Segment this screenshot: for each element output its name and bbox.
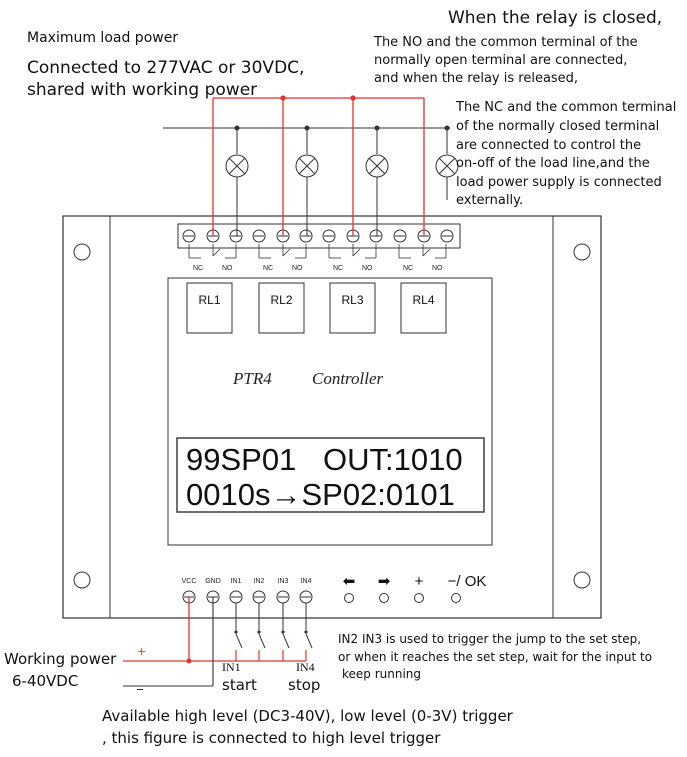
terminal-screw [229,229,243,243]
no-label: NO [362,265,373,272]
terminal-screw [369,229,383,243]
left-arrow-button-label: ⬅ [343,573,356,590]
lcd-line1-left: 99SP01 [186,442,296,477]
in4-label: IN4 [296,660,315,674]
terminal-screw [393,229,407,243]
relay-label: RL3 [341,293,363,307]
terminal-screw [252,229,266,243]
relay-contact-symbols: NC NO NC NO NC NO NC NO [188,244,447,272]
input-label-in3: IN3 [278,578,289,585]
terminal-screw [322,229,336,243]
input-switch [281,603,290,661]
input-terminal [229,590,243,604]
lcd-screen [176,437,485,513]
relay-3: RL3 [329,282,376,334]
relay-label: RL2 [270,293,292,307]
trigger-note-2: , this figure is connected to high level… [102,729,441,747]
max-load-title: Maximum load power [27,30,179,46]
in2-in3-note-3: keep running [342,667,422,681]
input-labels: VCC GND IN1 IN2 IN3 IN4 [182,578,312,585]
nc-label: NC [193,265,203,272]
load-wiring [163,95,459,236]
relay-closed-title: When the relay is closed, [448,8,663,28]
relay-4: RL4 [400,282,447,334]
input-label-in4: IN4 [301,578,312,585]
plus-button-label: + [415,573,424,590]
nc-text-5: load power supply is connected [456,175,662,190]
nc-text-4: on-off of the load line,and the [456,156,650,171]
connected-line1: Connected to 277VAC or 30VDC, [27,58,305,78]
nc-text-3: are connected to control the [456,138,642,153]
relay-contact: NC NO [258,244,307,272]
lamp-icon [295,125,319,236]
right-arrow-button-label: ➡ [378,573,391,590]
mounting-hole [73,243,591,589]
nc-label: NC [333,265,343,272]
relay-contact: NC NO [188,244,237,272]
relay-2: RL2 [258,282,305,334]
relay-label: RL1 [198,293,220,307]
in1-start: start [222,676,257,694]
nc-text-6: externally. [456,193,524,208]
terminal-screw [299,229,313,243]
input-switch [304,603,313,661]
no-label: NO [432,265,443,272]
terminal-screw [182,229,196,243]
in4-stop: stop [288,676,321,694]
relay-boxes: RL1 RL2 RL3 RL4 [186,282,447,334]
nc-text-2: of the normally closed terminal [456,119,660,134]
in2-in3-note-2: or when it reaches the set step, wait fo… [338,650,653,664]
in1-label: IN1 [222,660,241,674]
relay-terminal-block [177,223,461,249]
nc-text-1: The NC and the common terminal [456,100,677,115]
no-text-3: and when the relay is released, [374,71,579,86]
input-wiring [123,597,313,687]
no-text-1: The NO and the common terminal of the [374,35,638,50]
button-row: ⬅ ➡ + −/ OK [343,573,487,603]
relay-1: RL1 [186,282,233,334]
input-terminal [252,590,266,604]
nc-label: NC [403,265,413,272]
terminal-screw [440,229,454,243]
input-switch [234,603,243,661]
minus-sign: _ [137,676,143,690]
working-power-voltage: 6-40VDC [12,672,79,690]
left-arrow-button[interactable]: ⬅ [343,573,356,603]
lcd-line2: 0010s→SP02:0101 [186,477,455,512]
input-label-gnd: GND [205,578,221,585]
input-switch [257,603,266,661]
input-label-in2: IN2 [254,578,265,585]
nc-label: NC [263,265,273,272]
plus-sign: + [137,645,147,658]
input-label-vcc: VCC [182,578,197,585]
right-arrow-button[interactable]: ➡ [378,573,391,603]
trigger-note-1: Available high level (DC3-40V), low leve… [102,707,513,725]
minus-ok-button-label: −/ OK [448,573,487,590]
brand-controller: Controller [312,369,384,388]
in2-in3-note-1: IN2 IN3 is used to trigger the jump to t… [338,632,642,646]
input-terminal [276,590,290,604]
input-label-in1: IN1 [231,578,242,585]
relay-label: RL4 [412,293,434,307]
no-text-2: normally open terminal are connected, [374,53,628,68]
lamp-icon [365,125,389,236]
lamp-icon [435,125,459,200]
no-label: NO [292,265,303,272]
relay-contact: NC NO [398,244,447,272]
lamp-icon [225,125,249,236]
input-terminal [299,590,313,604]
plus-button[interactable]: + [414,573,424,603]
lcd-line1-right: OUT:1010 [323,442,463,477]
working-power-label: Working power [4,650,117,668]
relay-contact: NC NO [328,244,377,272]
brand-model: PTR4 [232,369,272,388]
no-label: NO [222,265,233,272]
minus-ok-button[interactable]: −/ OK [448,573,487,603]
connected-line2: shared with working power [27,80,258,100]
